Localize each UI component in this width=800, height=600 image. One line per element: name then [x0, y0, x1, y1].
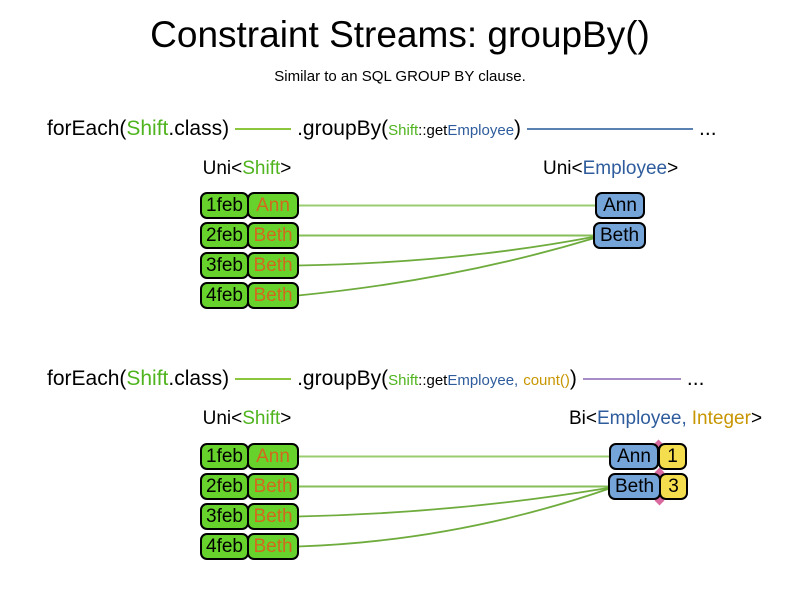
shift-date: 2feb	[206, 224, 243, 246]
uni-param-employee: Employee	[582, 158, 668, 179]
code1-foreach-type: Shift	[126, 117, 169, 140]
shift-employee-cell: Beth	[247, 533, 299, 560]
code2-foreach-type: Shift	[126, 367, 169, 390]
shift-date-cell: 3feb	[200, 503, 249, 530]
code-line-1: forEach( Shift .class) .groupBy( Shift :…	[47, 117, 717, 141]
slide-title: Constraint Streams: groupBy()	[150, 14, 650, 55]
shift-date-cell: 2feb	[200, 473, 249, 500]
line-shift3-to-beth	[297, 236, 594, 267]
group-employee-cell: Ann	[595, 192, 645, 219]
shift-date: 3feb	[206, 254, 243, 276]
code2-purple-connector	[582, 378, 681, 380]
uni-suffix: >	[280, 408, 292, 429]
shift-employee: Beth	[253, 254, 293, 276]
code2-ellipsis: ...	[686, 367, 705, 390]
shift-employee-cell: Ann	[247, 443, 299, 470]
group-employee: Ann	[617, 445, 651, 467]
line-shift4-to-beth	[297, 237, 594, 297]
shift-date: 3feb	[206, 505, 243, 527]
shift-employee: Beth	[253, 535, 293, 557]
shift-date: 1feb	[206, 445, 243, 467]
group-count-cell: 1	[658, 443, 687, 470]
shift-employee: Beth	[253, 284, 293, 306]
section2-source-type-label: Uni<Shift>	[197, 408, 297, 430]
code2-green-connector	[235, 378, 292, 380]
code2-arg-type: Shift	[388, 372, 419, 389]
shift-employee-cell: Beth	[247, 252, 299, 279]
shift-employee-cell: Beth	[247, 222, 299, 249]
code2-arg-method: ::get	[418, 372, 448, 389]
code1-blue-connector	[527, 128, 694, 130]
shift-employee: Ann	[256, 445, 290, 467]
shift-employee: Ann	[256, 194, 290, 216]
shift-date-cell: 3feb	[200, 252, 249, 279]
group-employee: Beth	[599, 224, 640, 246]
uni-prefix: Uni<	[202, 408, 243, 429]
group-count-cell: 3	[659, 473, 688, 500]
shift-date-cell: 4feb	[200, 533, 249, 560]
shift-employee: Beth	[253, 224, 293, 246]
bi-comma: ,	[681, 408, 687, 429]
line-shift3-to-beth-2	[297, 487, 609, 518]
section1-source-type-label: Uni<Shift>	[197, 158, 297, 180]
uni-suffix: >	[667, 158, 679, 179]
code1-arg-type: Shift	[388, 122, 419, 139]
shift-date: 1feb	[206, 194, 243, 216]
uni-prefix: Uni<	[543, 158, 583, 179]
code1-ellipsis: ...	[699, 117, 717, 140]
shift-date-cell: 1feb	[200, 192, 249, 219]
code1-arg-prop: Employee	[447, 122, 515, 139]
uni-param-shift: Shift	[242, 158, 281, 179]
shift-date: 2feb	[206, 475, 243, 497]
shift-date: 4feb	[206, 535, 243, 557]
shift-date-cell: 4feb	[200, 282, 249, 309]
shift-date-cell: 1feb	[200, 443, 249, 470]
group-employee-cell: Beth	[608, 473, 661, 500]
shift-employee-cell: Beth	[247, 473, 299, 500]
bi-suffix: >	[750, 408, 763, 429]
group-employee: Beth	[614, 475, 655, 497]
group-employee-cell: Beth	[593, 222, 646, 249]
bi-param-employee: Employee	[597, 408, 682, 429]
shift-employee: Beth	[253, 505, 293, 527]
line-shift4-to-beth-2	[297, 488, 609, 548]
section2-result-type-label: Bi<Employee,Integer>	[569, 408, 762, 430]
code1-arg-method: ::get	[418, 122, 448, 139]
shift-date-cell: 2feb	[200, 222, 249, 249]
group-count: 3	[668, 475, 679, 497]
code1-groupby: .groupBy(	[297, 117, 389, 140]
group-count: 1	[667, 445, 678, 467]
code2-arg-prop-text: Employee	[447, 372, 515, 389]
code1-close-paren: )	[514, 117, 522, 140]
bi-param-integer: Integer	[691, 408, 751, 429]
uni-prefix: Uni<	[202, 158, 243, 179]
code2-arg-prop: Employee,	[447, 372, 518, 389]
shift-employee-cell: Beth	[247, 282, 299, 309]
group-employee-cell: Ann	[609, 443, 659, 470]
code2-groupby: .groupBy(	[297, 367, 389, 390]
shift-employee: Beth	[253, 475, 293, 497]
shift-date: 4feb	[206, 284, 243, 306]
uni-suffix: >	[280, 158, 292, 179]
code1-foreach: forEach(	[47, 117, 127, 140]
section1-result-type-label: Uni<Employee>	[543, 158, 678, 180]
group-employee: Ann	[603, 194, 637, 216]
shift-employee-cell: Ann	[247, 192, 299, 219]
code1-class-suffix: .class)	[168, 117, 230, 140]
shift-employee-cell: Beth	[247, 503, 299, 530]
slide-subtitle: Similar to an SQL GROUP BY clause.	[274, 68, 526, 85]
code1-green-connector	[235, 128, 292, 130]
code2-foreach: forEach(	[47, 367, 127, 390]
code2-class-suffix: .class)	[168, 367, 230, 390]
bi-prefix: Bi<	[569, 408, 597, 429]
code2-arg-collector: count()	[523, 372, 570, 389]
code2-arg-comma: ,	[514, 372, 519, 389]
code-line-2: forEach( Shift .class) .groupBy( Shift :…	[47, 367, 704, 391]
uni-param-shift: Shift	[242, 408, 281, 429]
code2-close-paren: )	[569, 367, 577, 390]
